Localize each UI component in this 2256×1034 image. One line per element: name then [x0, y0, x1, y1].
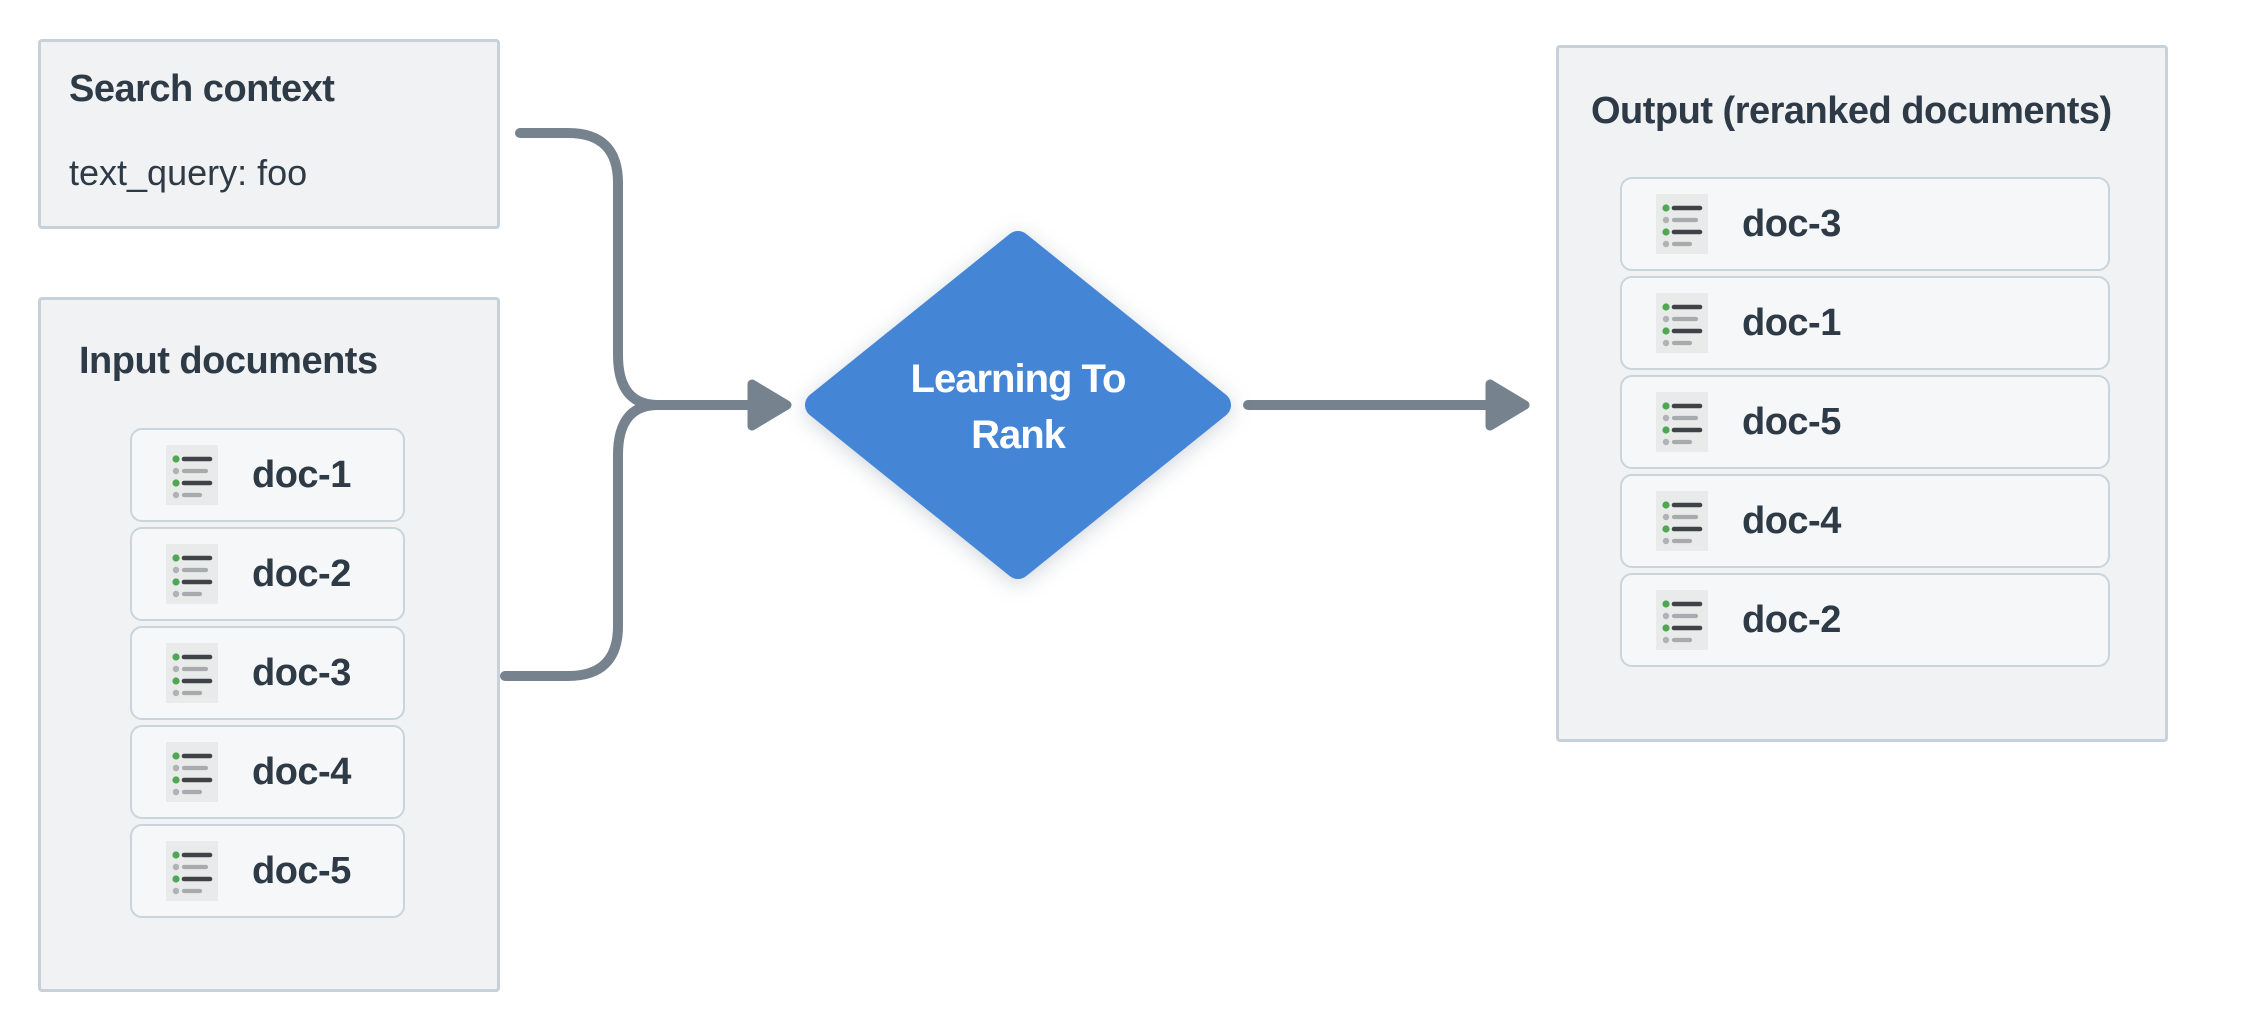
doc-card: doc-4 — [130, 725, 405, 819]
doc-label: doc-2 — [1742, 598, 1841, 641]
doc-label: doc-1 — [252, 453, 351, 496]
search-context-title: Search context — [69, 68, 335, 110]
doc-card: doc-1 — [1620, 276, 2110, 370]
bulleted-list-icon — [1656, 194, 1708, 254]
doc-label: doc-5 — [1742, 400, 1841, 443]
ltr-node-label-line2: Rank — [971, 413, 1066, 457]
search-context-panel: Search context text_query: foo — [38, 39, 500, 229]
doc-card: doc-3 — [130, 626, 405, 720]
bulleted-list-icon — [166, 544, 218, 604]
doc-label: doc-3 — [252, 651, 351, 694]
doc-card: doc-2 — [1620, 573, 2110, 667]
ltr-node-label: Learning To Rank — [798, 351, 1238, 463]
connector-search-context — [515, 128, 663, 410]
doc-label: doc-3 — [1742, 202, 1841, 245]
bulleted-list-icon — [166, 445, 218, 505]
arrowhead-to-ltr-icon — [747, 379, 792, 431]
doc-label: doc-2 — [252, 552, 351, 595]
doc-card: doc-5 — [1620, 375, 2110, 469]
doc-card: doc-4 — [1620, 474, 2110, 568]
connector-input-documents — [500, 400, 663, 681]
doc-label: doc-5 — [252, 849, 351, 892]
bulleted-list-icon — [1656, 392, 1708, 452]
output-documents-panel: Output (reranked documents) doc-3 doc-1 … — [1556, 45, 2168, 742]
input-documents-title: Input documents — [79, 340, 378, 382]
output-documents-list: doc-3 doc-1 doc-5 doc-4 doc-2 — [1620, 177, 2110, 667]
doc-label: doc-1 — [1742, 301, 1841, 344]
doc-card: doc-1 — [130, 428, 405, 522]
doc-label: doc-4 — [252, 750, 351, 793]
bulleted-list-icon — [1656, 293, 1708, 353]
search-query-text: text_query: foo — [69, 152, 308, 193]
doc-label: doc-4 — [1742, 499, 1841, 542]
bulleted-list-icon — [166, 742, 218, 802]
arrowhead-to-output-icon — [1485, 379, 1530, 431]
doc-card: doc-2 — [130, 527, 405, 621]
doc-card: doc-5 — [130, 824, 405, 918]
ltr-node-label-line1: Learning To — [910, 357, 1127, 401]
input-documents-list: doc-1 doc-2 doc-3 doc-4 doc-5 — [130, 428, 405, 918]
input-documents-panel: Input documents doc-1 doc-2 doc-3 doc-4 … — [38, 297, 500, 992]
bulleted-list-icon — [166, 841, 218, 901]
bulleted-list-icon — [1656, 590, 1708, 650]
bulleted-list-icon — [166, 643, 218, 703]
doc-card: doc-3 — [1620, 177, 2110, 271]
output-documents-title: Output (reranked documents) — [1591, 90, 2112, 132]
bulleted-list-icon — [1656, 491, 1708, 551]
